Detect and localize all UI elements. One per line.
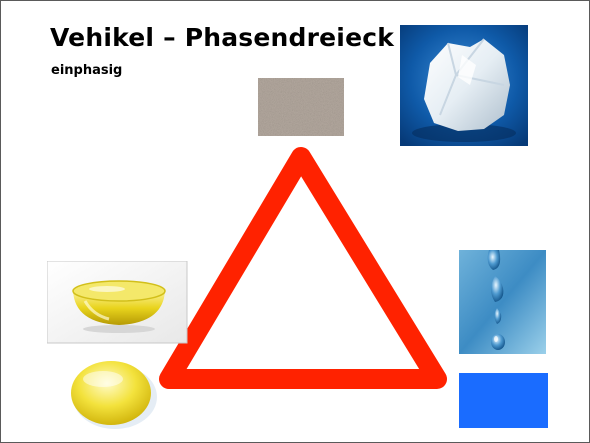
blue-water-square — [459, 373, 548, 428]
water-drops-photo — [459, 250, 546, 354]
slide-title: Vehikel – Phasendreieck — [50, 23, 395, 52]
oil-drop — [71, 361, 157, 429]
slide-subtitle: einphasig — [51, 63, 123, 78]
powder-texture-image — [258, 78, 344, 136]
white-crystal-photo — [400, 25, 528, 146]
oil-bowl-photo — [47, 261, 188, 344]
